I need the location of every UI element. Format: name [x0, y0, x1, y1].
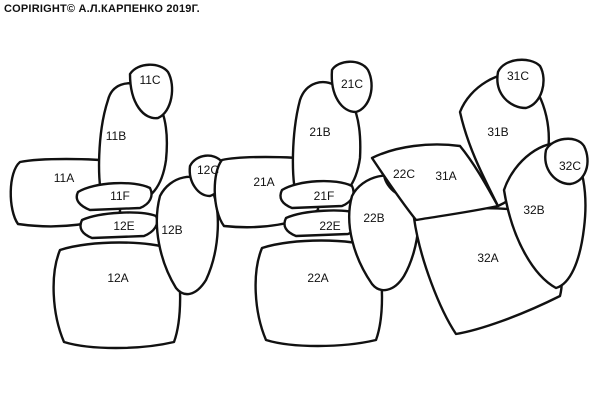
label-22A: 22A	[307, 271, 328, 285]
part-labels: 11C 11B 11A 11F 12E 12B 12C 12A 21C 21B …	[54, 69, 582, 285]
seat-part-12E	[79, 211, 159, 240]
label-22B: 22B	[363, 211, 384, 225]
label-12E: 12E	[113, 219, 134, 233]
label-12C: 12C	[197, 163, 219, 177]
seat-group-3	[370, 58, 589, 336]
seat-part-11C	[128, 63, 174, 120]
seat-part-11F	[75, 181, 153, 212]
label-21A: 21A	[253, 175, 274, 189]
label-21B: 21B	[309, 125, 330, 139]
label-32B: 32B	[523, 203, 544, 217]
label-12B: 12B	[161, 223, 182, 237]
label-32A: 32A	[477, 251, 498, 265]
label-12A: 12A	[107, 271, 128, 285]
label-31C: 31C	[507, 69, 529, 83]
label-11B: 11B	[106, 129, 126, 143]
seat-group-2	[213, 60, 424, 348]
seat-part-31C	[496, 58, 545, 110]
seat-part-12A	[52, 241, 182, 350]
seat-part-32C	[544, 137, 589, 186]
label-21F: 21F	[314, 189, 335, 203]
label-32C: 32C	[559, 159, 581, 173]
label-11C: 11C	[139, 73, 160, 87]
label-11F: 11F	[110, 189, 130, 203]
label-11A: 11A	[54, 171, 74, 185]
seat-part-21C	[330, 60, 373, 114]
seat-part-22A	[254, 239, 384, 348]
label-22C: 22C	[393, 167, 415, 181]
label-22E: 22E	[319, 219, 340, 233]
seat-group-1	[9, 63, 226, 350]
label-31A: 31A	[435, 169, 456, 183]
label-21C: 21C	[341, 77, 363, 91]
seat-part-21B	[291, 80, 362, 204]
label-31B: 31B	[487, 125, 508, 139]
copyright-text: COPIRIGHT© А.Л.КАРПЕНКО 2019Г.	[4, 3, 200, 15]
